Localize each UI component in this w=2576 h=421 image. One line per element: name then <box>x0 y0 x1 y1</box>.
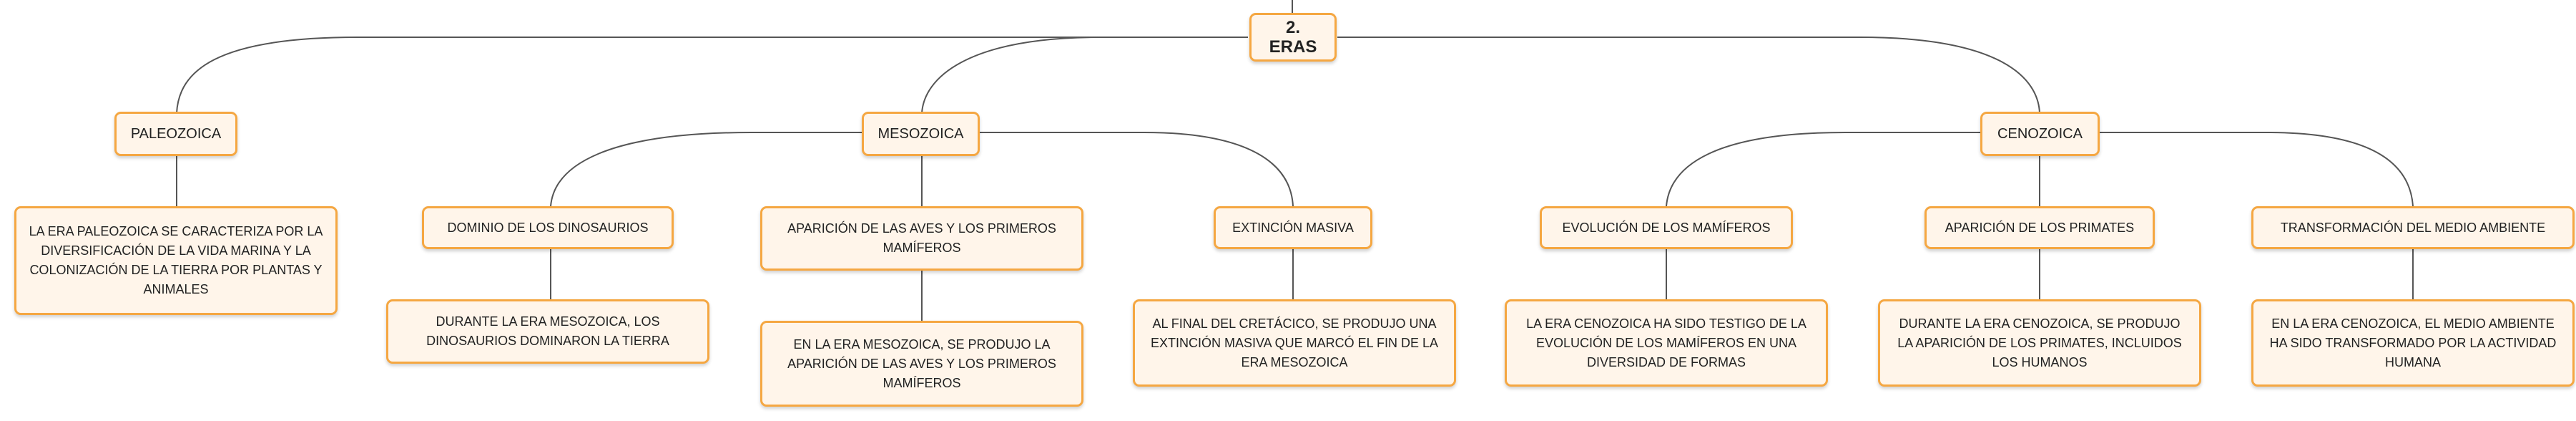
connector-cenozoica-mamiferos <box>1666 132 1981 207</box>
detail-node-paleozoica[interactable]: LA ERA PALEOZOICA SE CARACTERIZA POR LA … <box>14 206 338 315</box>
topic-node-evolucion-mamiferos[interactable]: EVOLUCIÓN DE LOS MAMÍFEROS <box>1540 206 1793 249</box>
connector-mesozoica-dinosaurios <box>550 132 865 207</box>
detail-node-transformacion-medio[interactable]: EN LA ERA CENOZOICA, EL MEDIO AMBIENTE H… <box>2251 299 2575 387</box>
topic-node-aparicion-primates[interactable]: APARICIÓN DE LOS PRIMATES <box>1924 206 2155 249</box>
connector-mesozoica-extincion <box>978 132 1294 207</box>
detail-node-extincion-masiva[interactable]: AL FINAL DEL CRETÁCICO, SE PRODUJO UNA E… <box>1133 299 1456 387</box>
era-node-paleozoica[interactable]: PALEOZOICA <box>114 112 237 156</box>
root-node[interactable]: 2. ERAS <box>1249 13 1337 62</box>
topic-node-transformacion-medio[interactable]: TRANSFORMACIÓN DEL MEDIO AMBIENTE <box>2251 206 2575 249</box>
connector-root-mesozoica <box>921 37 1248 114</box>
era-node-cenozoica[interactable]: CENOZOICA <box>1980 112 2100 156</box>
detail-node-dominio-dinosaurios[interactable]: DURANTE LA ERA MESOZOICA, LOS DINOSAURIO… <box>386 299 709 364</box>
topic-node-aparicion-aves[interactable]: APARICIÓN DE LAS AVES Y LOS PRIMEROS MAM… <box>760 206 1083 271</box>
topic-node-dominio-dinosaurios[interactable]: DOMINIO DE LOS DINOSAURIOS <box>422 206 674 249</box>
topic-node-extincion-masiva[interactable]: EXTINCIÓN MASIVA <box>1214 206 1372 249</box>
detail-node-evolucion-mamiferos[interactable]: LA ERA CENOZOICA HA SIDO TESTIGO DE LA E… <box>1505 299 1828 387</box>
detail-node-aparicion-aves[interactable]: EN LA ERA MESOZOICA, SE PRODUJO LA APARI… <box>760 321 1083 407</box>
era-node-mesozoica[interactable]: MESOZOICA <box>862 112 980 156</box>
connector-root-cenozoica <box>1337 37 2040 114</box>
connector-cenozoica-medio <box>2099 132 2414 207</box>
connector-root-paleozoica <box>176 37 1248 114</box>
detail-node-aparicion-primates[interactable]: DURANTE LA ERA CENOZOICA, SE PRODUJO LA … <box>1878 299 2201 387</box>
